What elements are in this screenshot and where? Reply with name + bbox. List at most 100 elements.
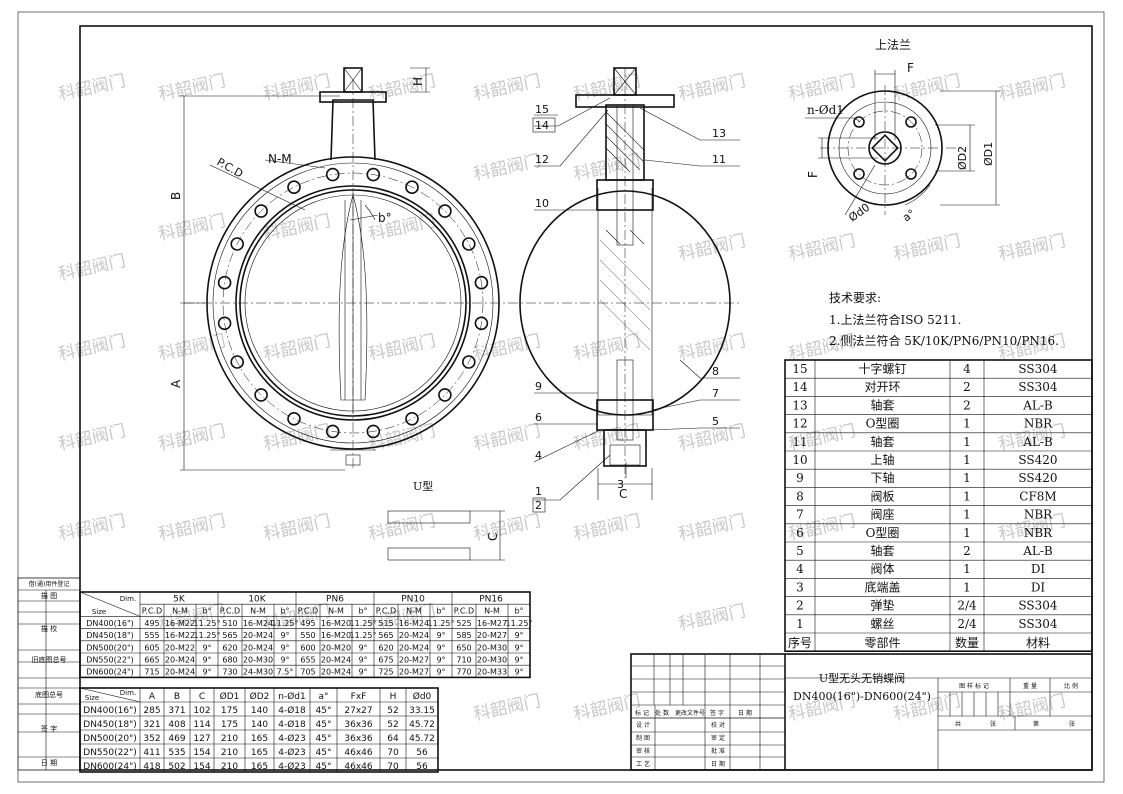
flange-sub-header: P.C.D <box>298 607 318 616</box>
bom-row-no: 3 <box>796 580 804 594</box>
watermark-text: 科韶阀门 <box>677 511 748 545</box>
watermark-text: 科韶阀门 <box>787 71 858 105</box>
flange-cell: 16-M24 <box>399 619 429 628</box>
dim-cell: 45.72 <box>409 720 435 730</box>
dim-cell: 140 <box>251 706 268 716</box>
flange-cell: 20-M30 <box>243 656 273 665</box>
dim-cell: 127 <box>193 734 210 744</box>
product-name: U型无头无销蝶阀 <box>819 671 905 685</box>
bom-header-1: 零部件 <box>864 635 900 650</box>
bom-row-part: 轴套 <box>870 397 894 412</box>
strip-label-0: 借(通)用件登记 <box>29 580 70 588</box>
flange-row-size: DN550(22") <box>86 656 134 665</box>
flange-cell: 9° <box>202 668 211 677</box>
flange-cell: 16-M22 <box>165 619 195 628</box>
bolt-hole <box>461 237 476 251</box>
watermark-text: 科韶阀门 <box>472 691 543 725</box>
flange-cell: 675 <box>378 656 393 665</box>
dim-cell: 45.72 <box>409 734 435 744</box>
flange-cell: 495 <box>144 619 159 628</box>
bom-row-part: 轴套 <box>870 543 894 558</box>
dim-cell: 56 <box>416 762 428 772</box>
dim-b-angle-label: b° <box>378 211 392 225</box>
dim-cell: 285 <box>143 706 160 716</box>
bom-row-material: SS420 <box>1018 471 1057 485</box>
watermark-text: 科韶阀门 <box>677 601 748 635</box>
title-block-frame <box>630 653 1093 771</box>
sign-right-1: 审 定 <box>711 734 725 742</box>
dim-header-4: ØD2 <box>250 691 270 702</box>
watermark-text: 科韶阀门 <box>677 231 748 265</box>
flange-sub-header: P.C.D <box>142 607 162 616</box>
flange-cell: 715 <box>144 668 159 677</box>
dim-header-9: Ød0 <box>413 691 432 702</box>
bom-row-part: 底端盖 <box>864 579 900 594</box>
watermark-text: 科韶阀门 <box>262 331 333 365</box>
flange-cell: 16-M20 <box>321 619 351 628</box>
callout-6: 6 <box>535 411 542 424</box>
dim-header-7: FxF <box>351 692 367 702</box>
top-dim-F-left: F <box>806 171 820 178</box>
bom-row-no: 14 <box>792 380 808 394</box>
flange-cell: 20-M24 <box>165 656 195 665</box>
flange-cell: 20-M30 <box>477 656 507 665</box>
flange-corner-dim: Dim. <box>120 595 136 603</box>
bom-row-material: AL-B <box>1022 398 1053 412</box>
watermark-text: 科韶阀门 <box>892 71 963 105</box>
bom-row-no: 13 <box>792 398 807 412</box>
bom-row-part: 阀板 <box>870 489 894 503</box>
flange-cell: 705 <box>300 668 315 677</box>
dim-row-size: DN400(16") <box>83 706 136 716</box>
bom-row-no: 6 <box>796 526 804 540</box>
dim-cell: 4-Ø18 <box>278 719 306 730</box>
dim-cell: 102 <box>193 706 210 716</box>
dim-cell: 27x27 <box>344 706 372 716</box>
dim-NM-label: N-M <box>268 152 292 166</box>
sign-left-0: 设 计 <box>636 721 650 729</box>
bom-row-material: NBR <box>1024 526 1053 540</box>
flange-cell: 585 <box>456 631 471 640</box>
bom-row-part: 对开环 <box>864 380 900 394</box>
dim-cell: 371 <box>168 706 185 716</box>
flange-group-5K: 5K <box>173 595 186 605</box>
top-dim-a-angle: a° <box>900 207 917 225</box>
bom-row-no: 15 <box>792 362 807 376</box>
bolt-hole <box>438 388 452 402</box>
flange-bolt-holes <box>217 167 489 439</box>
bom-row-material: AL-B <box>1022 435 1053 449</box>
flange-cell: 9° <box>202 643 211 652</box>
dim-row-size: DN600(24") <box>83 762 136 772</box>
dim-row-size: DN500(20") <box>83 734 136 744</box>
top-dim-d0: Ød0 <box>846 201 872 225</box>
dim-cell: 33.15 <box>409 706 435 716</box>
bom-row-no: 12 <box>792 417 807 431</box>
sign-left-3: 工 艺 <box>636 760 650 768</box>
flange-cell: 730 <box>222 668 237 677</box>
callout-15: 15 <box>535 103 549 116</box>
flange-sub-header: P.C.D <box>376 607 396 616</box>
dim-cell: 175 <box>221 720 238 730</box>
flange-cell: 9° <box>202 656 211 665</box>
bom-header-3: 材料 <box>1026 636 1050 650</box>
top-dim-D2: ØD2 <box>956 146 969 170</box>
sheet-no-label: 第 <box>1033 720 1039 728</box>
flange-sub-header: N-M <box>484 607 500 616</box>
bom-row-part: 阀座 <box>870 507 894 522</box>
dim-H-label: H <box>411 77 425 86</box>
top-dim-n-d1: n-Ød1 <box>807 103 844 117</box>
strip-label-4: 底图总号 <box>35 690 63 699</box>
side-view <box>508 67 740 500</box>
rev-label-3: 签 字 <box>710 709 724 717</box>
flange-sub-header: b° <box>202 607 211 616</box>
bolt-hole <box>474 275 489 290</box>
flange-sub-header: P.C.D <box>454 607 474 616</box>
flange-cell: 11.25° <box>350 619 377 628</box>
flange-sub-header: N-M <box>172 607 188 616</box>
flange-cell: 16-M22 <box>165 631 195 640</box>
flange-cell: 20-M33 <box>477 668 507 677</box>
dim-header-0: A <box>149 692 156 702</box>
dim-cell: 52 <box>387 720 398 730</box>
flange-cell: 9° <box>436 631 445 640</box>
